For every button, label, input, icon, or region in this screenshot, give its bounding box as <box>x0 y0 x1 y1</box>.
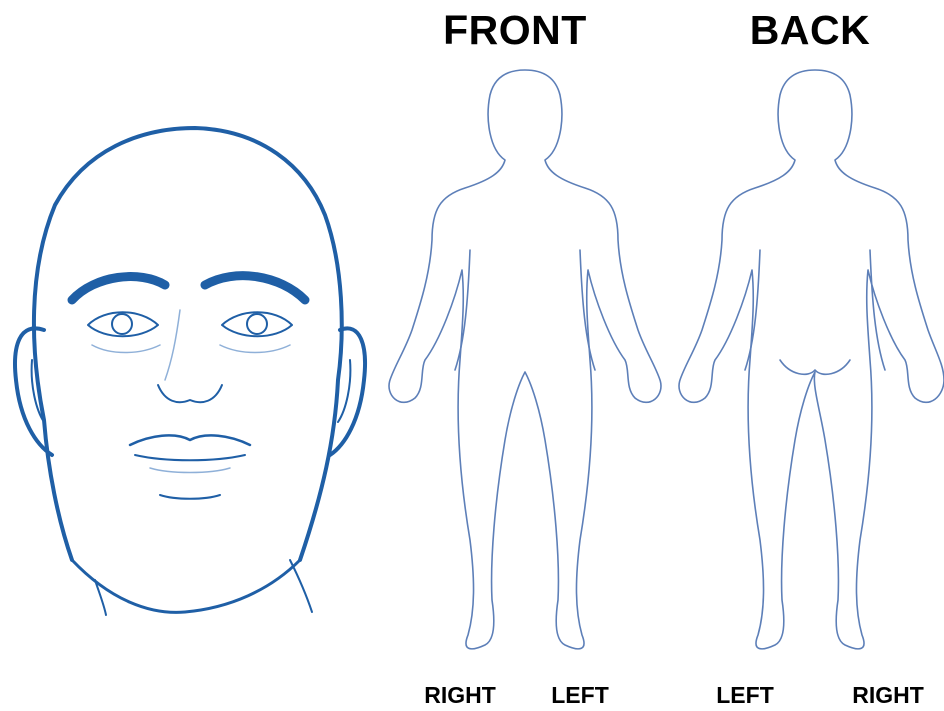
back-right-label: RIGHT <box>838 680 938 710</box>
back-view-title: BACK <box>725 2 895 58</box>
front-right-label: RIGHT <box>412 680 508 710</box>
front-view-title: FRONT <box>420 2 610 58</box>
back-left-label: LEFT <box>705 680 785 710</box>
front-left-label: LEFT <box>540 680 620 710</box>
